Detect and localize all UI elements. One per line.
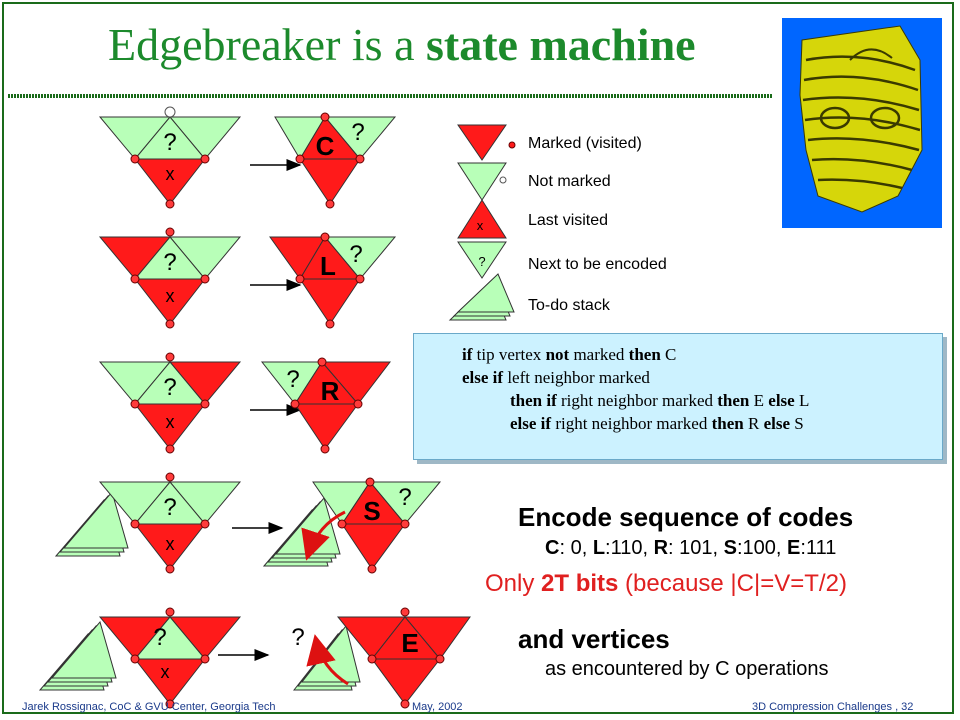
rule-line-3: then if right neighbor marked then E els… xyxy=(510,391,810,410)
q-mark: ? xyxy=(349,241,362,268)
q-mark: ? xyxy=(163,494,176,521)
legend-not-marked-label: Not marked xyxy=(528,173,611,190)
footer-author: Jarek Rossignac, CoC & GVU Center, Georg… xyxy=(22,701,276,713)
legend-q: ? xyxy=(478,254,485,269)
stack-push-arrow xyxy=(301,510,346,561)
legend-marked-glyph xyxy=(457,124,516,161)
q-mark: ? xyxy=(351,119,364,146)
row-s-stack-right xyxy=(262,496,341,567)
rule-line-1: if tip vertex not marked then C xyxy=(462,345,677,364)
row-c-before xyxy=(98,106,242,209)
q-mark: ? xyxy=(286,366,299,393)
q-mark: ? xyxy=(163,374,176,401)
q-mark: ? xyxy=(153,624,166,651)
title-underline xyxy=(8,94,773,98)
encode-codes: C: 0, L:110, R: 101, S:100, E:111 xyxy=(545,537,837,559)
legend-marked-label: Marked (visited) xyxy=(528,135,642,152)
row-s-before xyxy=(98,472,242,574)
rule-line-4: else if right neighbor marked then R els… xyxy=(510,414,804,433)
row-e-after xyxy=(336,607,471,709)
row-l-before xyxy=(98,227,242,329)
row-s-stack-left xyxy=(54,490,129,557)
q-mark: ? xyxy=(163,249,176,276)
x-mark: x xyxy=(166,534,175,554)
legend-next-glyph xyxy=(457,241,507,279)
op-c: C xyxy=(316,131,335,161)
q-mark: ? xyxy=(291,624,304,651)
x-mark: x xyxy=(166,164,175,184)
skull-mesh-image xyxy=(782,18,942,228)
legend-last-visited-label: Last visited xyxy=(528,212,609,229)
legend-next-label: Next to be encoded xyxy=(528,256,667,273)
op-e: E xyxy=(401,628,418,658)
slide-title: Edgebreaker is a state machine xyxy=(108,19,696,70)
footer-date: May, 2002 xyxy=(412,701,463,713)
legend-stack-glyph xyxy=(448,273,515,321)
row-r-after xyxy=(260,357,392,454)
legend-x: x xyxy=(477,218,484,233)
row-e-before xyxy=(98,607,242,709)
row-l-after xyxy=(269,232,397,329)
q-mark: ? xyxy=(163,129,176,156)
op-r: R xyxy=(321,376,340,406)
vertices-heading: and vertices xyxy=(518,624,670,654)
encode-heading: Encode sequence of codes xyxy=(518,502,854,532)
x-mark: x xyxy=(166,286,175,306)
stack-pop-arrow xyxy=(306,634,349,686)
vertices-sub: as encountered by C operations xyxy=(545,658,829,680)
row-c-after xyxy=(274,112,397,209)
bits-statement: Only 2T bits (because |C|=V=T/2) xyxy=(485,570,847,597)
q-mark: ? xyxy=(398,484,411,511)
op-l: L xyxy=(320,251,336,281)
legend-unmarked-glyph xyxy=(457,162,507,201)
row-s-after xyxy=(312,477,442,574)
legend-stack-label: To-do stack xyxy=(528,297,610,314)
row-e-stack-left xyxy=(38,620,117,691)
x-mark: x xyxy=(166,412,175,432)
x-mark: x xyxy=(161,662,170,682)
footer-page: 3D Compression Challenges , 32 xyxy=(752,701,914,713)
state-rules-box: if tip vertex not marked then C else if … xyxy=(413,333,943,460)
op-s: S xyxy=(363,496,380,526)
rule-line-2: else if left neighbor marked xyxy=(462,368,650,387)
legend-last-visited-glyph xyxy=(457,199,507,239)
row-r-before xyxy=(98,352,242,454)
